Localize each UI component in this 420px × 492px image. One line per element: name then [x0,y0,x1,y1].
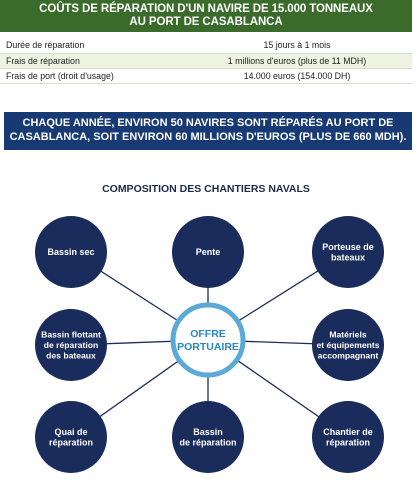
diagram-title: COMPOSITION DES CHANTIERS NAVALS [102,183,310,195]
center-label: OFFRE [190,328,226,340]
node-circle [312,216,384,288]
summary-banner: CHAQUE ANNÉE, ENVIRON 50 NAVIRES SONT RÉ… [4,112,412,150]
node-label: Porteuse de [322,242,374,252]
row-value: 14.000 euros (154.000 DH) [243,70,351,81]
node-label: de réparation [44,340,98,350]
node-label: Matériels [329,330,366,340]
node-label: des bateaux [46,351,96,361]
node-circle [312,401,384,473]
row-label: Frais de réparation [0,53,182,68]
row-value: 15 jours à 1 mois [263,40,331,51]
node-label: Pente [196,247,221,257]
node-label: Chantier de [323,427,373,437]
header-title-line1: COÛTS DE RÉPARATION D'UN NAVIRE DE 15.00… [39,3,373,15]
table-row: Frais de réparation 1 millions d'euros (… [0,53,412,68]
header-bar: COÛTS DE RÉPARATION D'UN NAVIRE DE 15.00… [0,0,412,32]
node-label: bateaux [331,252,365,262]
node-circle [35,401,107,473]
banner-line1: CHAQUE ANNÉE, ENVIRON 50 NAVIRES SONT RÉ… [22,117,394,129]
node-circle [172,401,244,473]
table-row: Durée de réparation 15 jours à 1 mois [0,38,412,53]
node-label: de réparation [179,437,236,447]
node-label: accompagnant [318,351,379,361]
center-ring [170,302,246,378]
table-row: Frais de port (droit d'usage) 14.000 eur… [0,68,412,83]
center-label: PORTUAIRE [177,341,239,353]
node-pente: Pente [172,216,244,288]
node-label: Bassin flottant [41,330,101,340]
node-label: Quai de [54,427,87,437]
node-label: et équipements [316,340,379,350]
node-label: Bassin sec [47,247,94,257]
row-value: 1 millions d'euros (plus de 11 MDH) [182,53,412,68]
node-bassin-sec: Bassin sec [35,216,107,288]
node-circle [35,216,107,288]
row-label: Frais de port (droit d'usage) [6,70,114,81]
header-title-line2: AU PORT DE CASABLANCA [129,16,283,28]
row-label: Durée de réparation [6,40,85,51]
banner-line2: CASABLANCA, SOIT ENVIRON 60 MILLIONS D'E… [9,130,407,143]
node-circle [312,309,384,381]
node-label: Bassin [193,427,223,437]
node-circle [35,309,107,381]
cost-table: Durée de réparation 15 jours à 1 mois Fr… [0,38,412,84]
node-label: réparation [326,437,370,447]
node-label: réparation [49,437,93,447]
node-circle [172,216,244,288]
